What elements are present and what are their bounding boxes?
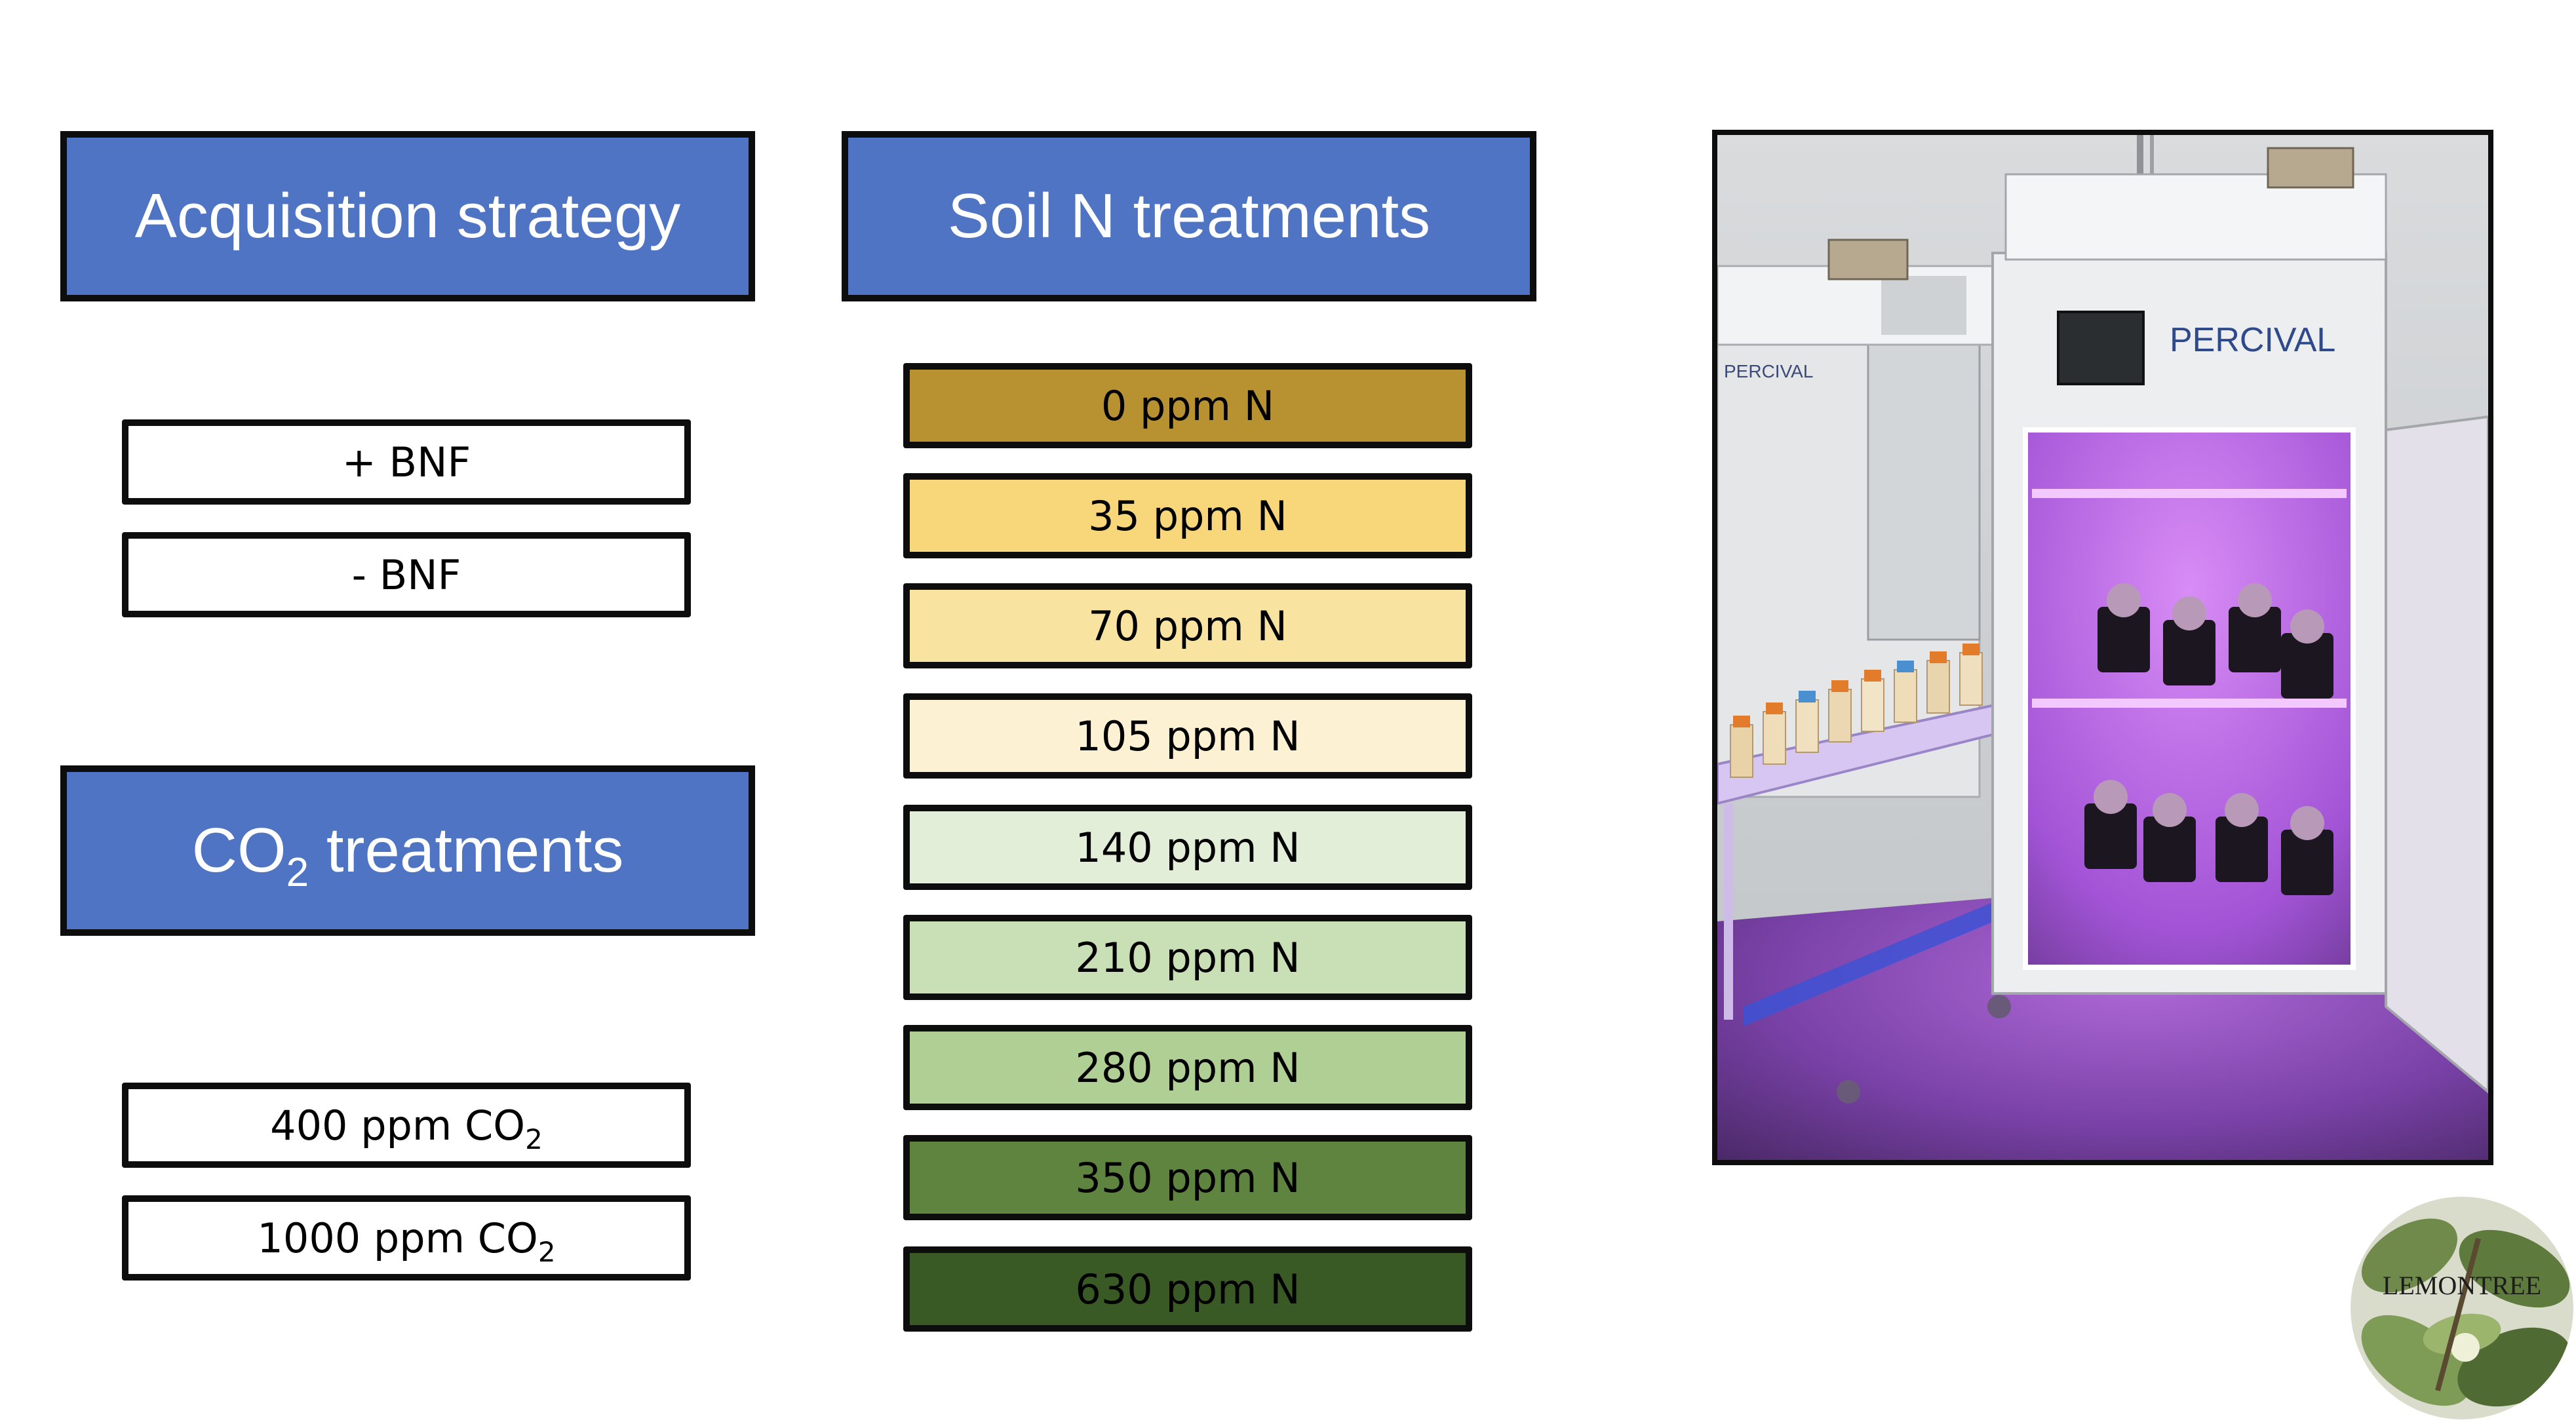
- co2-treatments-header: CO2 treatments: [60, 765, 755, 936]
- soil-n-box-210: 210 ppm N: [903, 915, 1472, 1000]
- co2-option-400: 400 ppm CO2: [122, 1083, 691, 1168]
- soil-n-box-280: 280 ppm N: [903, 1025, 1472, 1110]
- soil-n-box-105: 105 ppm N: [903, 693, 1472, 779]
- lemontree-logo: LEMONTREE: [2351, 1197, 2573, 1419]
- soil-n-treatments-header: Soil N treatments: [842, 131, 1536, 301]
- soil-n-box-350: 350 ppm N: [903, 1135, 1472, 1220]
- left-chamber-brand-label: PERCIVAL: [1724, 361, 1813, 381]
- chamber-brand-label: PERCIVAL: [2170, 321, 2335, 359]
- acquisition-strategy-title: Acquisition strategy: [134, 181, 681, 251]
- acquisition-option-minus-bnf: - BNF: [122, 532, 691, 617]
- lemontree-logo-text: LEMONTREE: [2382, 1271, 2542, 1300]
- soil-n-treatments-title: Soil N treatments: [947, 181, 1431, 251]
- acquisition-strategy-header: Acquisition strategy: [60, 131, 755, 301]
- culture-bottles: [1730, 644, 1983, 778]
- plant-pots-bottom-shelf: [2084, 780, 2333, 895]
- co2-option-1000: 1000 ppm CO2: [122, 1195, 691, 1281]
- soil-n-box-630: 630 ppm N: [903, 1246, 1472, 1332]
- growth-chamber-illustration: PERCIVAL: [1717, 135, 2488, 1160]
- acquisition-option-plus-bnf: + BNF: [122, 419, 691, 505]
- growth-chamber-photo: PERCIVAL: [1712, 130, 2493, 1165]
- soil-n-box-0: 0 ppm N: [903, 363, 1472, 448]
- co2-treatments-title: CO2 treatments: [191, 815, 624, 895]
- soil-n-box-70: 70 ppm N: [903, 583, 1472, 668]
- plant-pots-top-shelf: [2098, 583, 2333, 699]
- lemontree-logo-image: [2351, 1197, 2573, 1419]
- soil-n-box-140: 140 ppm N: [903, 805, 1472, 890]
- soil-n-box-35: 35 ppm N: [903, 473, 1472, 558]
